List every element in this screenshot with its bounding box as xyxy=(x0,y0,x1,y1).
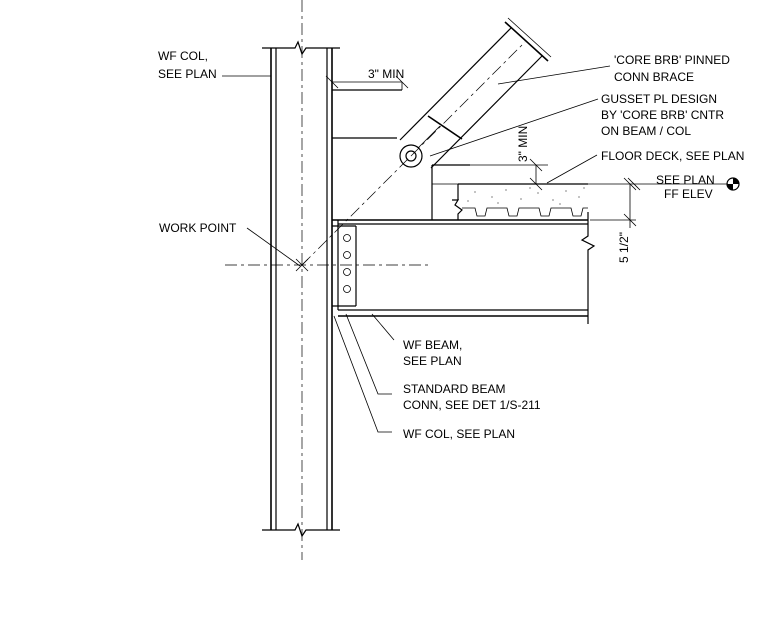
wf-beam-label-line2: SEE PLAN xyxy=(403,354,462,368)
wf-col-top-label-line2: SEE PLAN xyxy=(158,67,217,81)
top-min-dimension xyxy=(325,75,409,90)
wf-beam xyxy=(332,212,596,324)
wf-col-top-label-line1: WF COL, xyxy=(158,49,208,63)
work-point-label: WORK POINT xyxy=(159,221,237,235)
bolt xyxy=(343,251,351,259)
std-conn-label-line1: STANDARD BEAM xyxy=(403,382,505,396)
leader-lines xyxy=(222,65,611,433)
gusset-label-line1: GUSSET PL DESIGN xyxy=(601,92,717,106)
shear-tab xyxy=(332,225,357,307)
slab-depth-label: 5 1/2" xyxy=(617,232,631,263)
wf-col-bottom-label: WF COL, SEE PLAN xyxy=(403,427,515,441)
three-min-top-label: 3" MIN xyxy=(368,67,404,81)
ff-elev-label: FF ELEV xyxy=(664,187,713,201)
ff-elevation-marker xyxy=(588,177,740,191)
see-plan-label: SEE PLAN xyxy=(656,173,715,187)
brace-centerline-upper xyxy=(410,41,526,157)
bolt xyxy=(343,234,351,242)
slab-depth-dimension xyxy=(590,177,637,228)
gusset-label-line2: BY 'CORE BRB' CNTR xyxy=(601,108,724,122)
wf-beam-label-line1: WF BEAM, xyxy=(403,338,462,352)
wf-column xyxy=(262,40,340,538)
floor-deck-label: FLOOR DECK, SEE PLAN xyxy=(601,149,744,163)
brace-label-line2: CONN BRACE xyxy=(614,70,694,84)
floor-deck xyxy=(452,183,588,220)
side-min-dimension xyxy=(432,158,548,191)
bolt xyxy=(343,285,351,293)
brace-label-line1: 'CORE BRB' PINNED xyxy=(614,53,730,67)
work-point-marker xyxy=(295,258,309,272)
gusset-plate xyxy=(332,89,470,220)
std-conn-label-line2: CONN, SEE DET 1/S-211 xyxy=(403,398,541,412)
three-min-side-label: 3" MIN xyxy=(516,126,530,162)
bolt xyxy=(343,268,351,276)
brace-centerline xyxy=(301,155,412,266)
gusset-label-line3: ON BEAM / COL xyxy=(601,124,691,138)
